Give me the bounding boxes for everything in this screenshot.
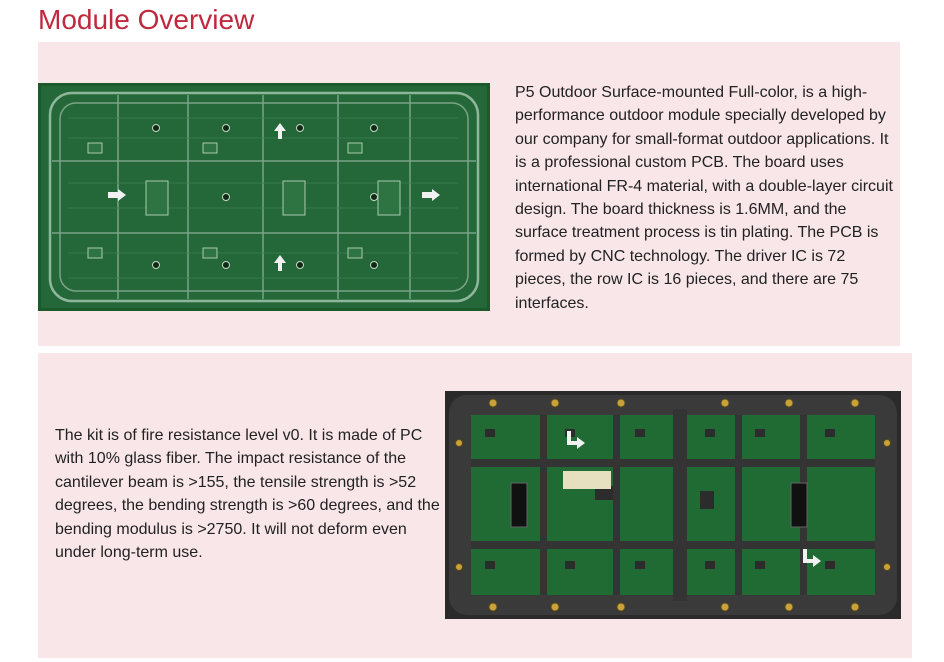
kit-description: The kit is of fire resistance level v0. … [55, 427, 440, 562]
pcb-board-image [38, 83, 490, 311]
kit-section-panel: The kit is of fire resistance level v0. … [38, 353, 912, 658]
module-kit-image [445, 391, 901, 619]
page-title: Module Overview [38, 4, 255, 35]
pcb-description: P5 Outdoor Surface-mounted Full-color, i… [515, 84, 893, 312]
pcb-section-panel: P5 Outdoor Surface-mounted Full-color, i… [38, 42, 900, 346]
